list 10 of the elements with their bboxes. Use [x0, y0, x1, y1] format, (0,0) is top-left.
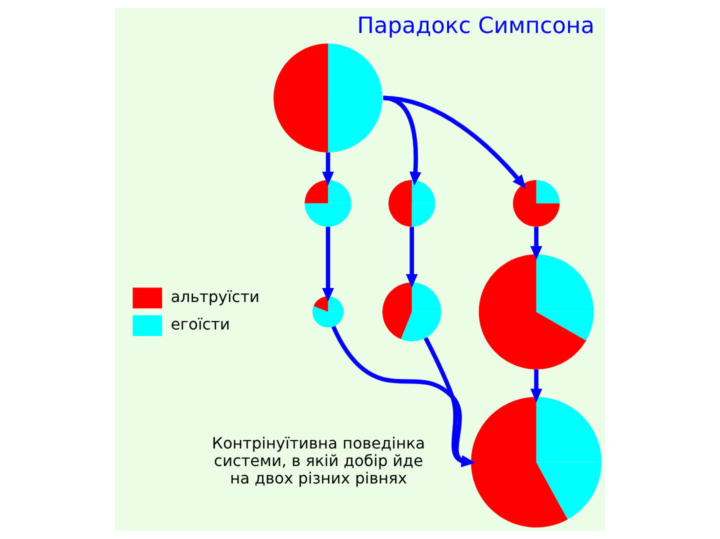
arrow — [383, 96, 526, 188]
arrow — [406, 226, 418, 288]
arrow — [322, 226, 334, 302]
arrow — [322, 152, 334, 186]
caption: Контрінуїтивна поведінка системи, в якій добір йде на двох різних рівнях — [212, 434, 426, 488]
legend-label: альтруїсти — [170, 288, 260, 306]
arrow — [530, 369, 542, 402]
legend-label: егоїсти — [170, 315, 230, 334]
arrow — [530, 226, 542, 260]
diagram-title: Парадокс Симпсона — [357, 12, 594, 39]
